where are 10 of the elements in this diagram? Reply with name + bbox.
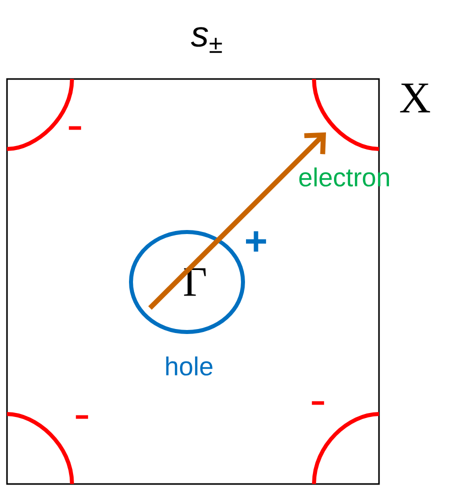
minus-sign: - (68, 126, 82, 130)
pocket-arc (312, 412, 380, 484)
minus-sign: - (76, 415, 88, 419)
arrow (148, 132, 326, 310)
title: s$_{±}$ (190, 27, 222, 53)
plus-sign: + (246, 231, 266, 252)
pocket-arc (312, 78, 380, 151)
pocket-label: hole (166, 356, 212, 376)
pocket-arc (6, 412, 74, 484)
minus-sign: - (312, 401, 324, 405)
